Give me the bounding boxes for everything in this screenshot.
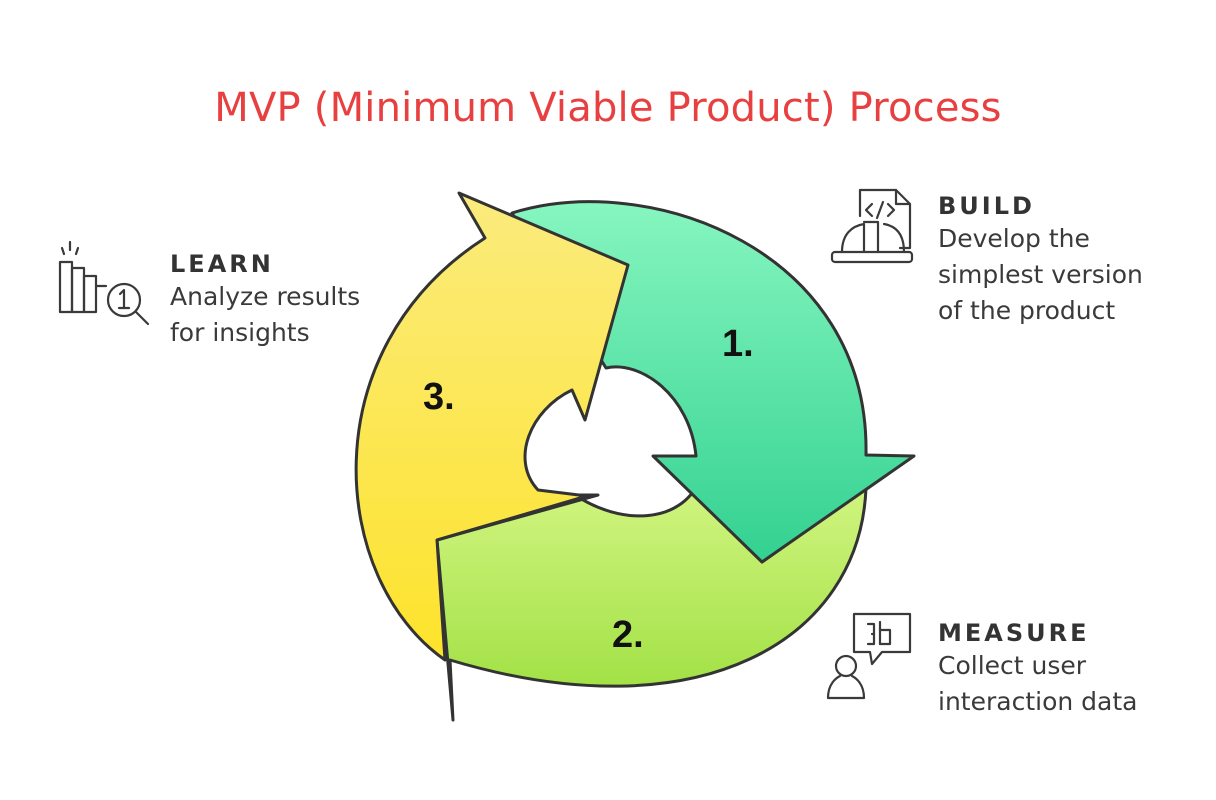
step-build: BUILD Develop the simplest version of th… (938, 191, 1143, 329)
step-heading-measure: MEASURE (938, 619, 1090, 647)
step-description-line: Analyze results (170, 282, 361, 311)
step-description-line: for insights (170, 318, 310, 347)
step-number-1: 1. (722, 323, 754, 365)
segment-learn (354, 191, 630, 662)
step-measure: MEASURE Collect user interaction data (938, 618, 1137, 720)
step-description-line: of the product (938, 296, 1116, 325)
step-learn: LEARN Analyze results for insights (170, 249, 360, 351)
segment-measure (435, 478, 868, 722)
step-description-line: interaction data (938, 687, 1138, 716)
step-description-line: simplest version (938, 260, 1143, 289)
step-description-line: Collect user (938, 651, 1087, 680)
bar-chart-magnifier-icon (58, 240, 150, 326)
step-heading-learn: LEARN (170, 250, 274, 278)
page-title: MVP (Minimum Viable Product) Process (214, 85, 1002, 131)
user-chat-chart-icon (826, 612, 912, 700)
step-description-line: Develop the (938, 224, 1090, 253)
code-hardhat-icon (830, 188, 914, 264)
step-number-2: 2. (612, 614, 644, 656)
step-number-3: 3. (423, 376, 455, 418)
step-heading-build: BUILD (938, 192, 1035, 220)
